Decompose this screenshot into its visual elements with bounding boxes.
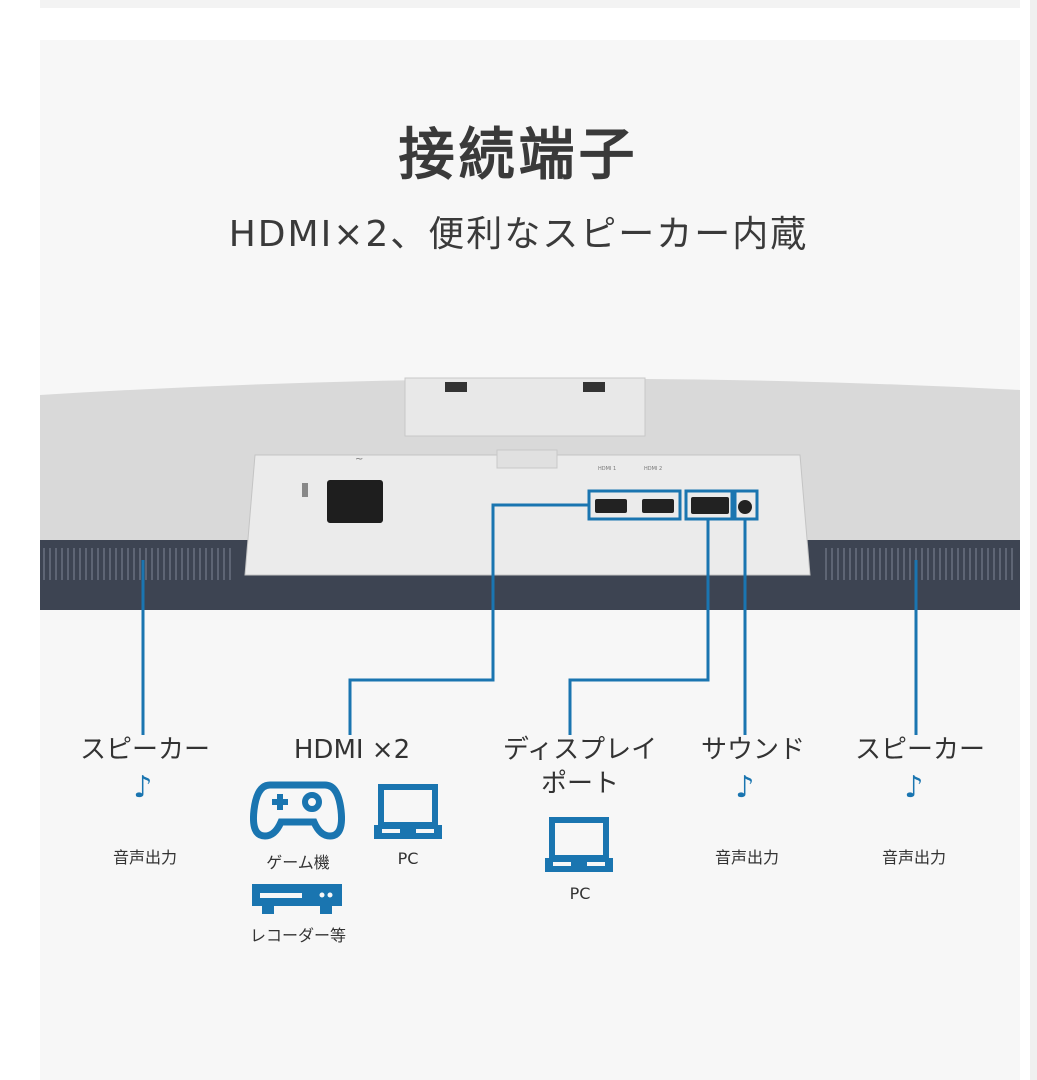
laptop-icon: [545, 817, 613, 872]
caption-audio-out-right: 音声出力: [881, 848, 947, 867]
power-socket: [327, 480, 383, 523]
recorder-icon: [252, 884, 342, 914]
caption-audio-out-left: 音声出力: [112, 848, 178, 867]
scroll-edge: [1030, 0, 1037, 1080]
music-note-icon: ♪: [133, 770, 153, 805]
callout-displayport-line2: ポート: [540, 769, 619, 799]
speaker-grille-left: [43, 548, 231, 580]
callout-lines: [141, 489, 918, 735]
gamepad-icon: [250, 781, 345, 840]
page-subtitle: HDMI×2、便利なスピーカー内蔵: [228, 214, 809, 255]
lock-slot: [302, 483, 308, 497]
page-title: 接続端子: [398, 123, 639, 188]
callout-speaker-right: スピーカー: [854, 735, 986, 765]
callout-sound: サウンド: [700, 735, 806, 765]
audio-jack: [738, 500, 752, 514]
svg-text:~: ~: [355, 454, 363, 465]
hdmi-port-2: [642, 499, 674, 513]
displayport-port: [691, 497, 729, 514]
caption-pc-hdmi: PC: [397, 849, 419, 868]
speaker-grille-right: [825, 548, 1013, 580]
top-strip: [40, 0, 1020, 8]
caption-pc-dp: PC: [569, 884, 591, 903]
music-note-icon: ♪: [735, 770, 755, 805]
callout-speaker-left: スピーカー: [79, 735, 211, 765]
port-well: [244, 454, 811, 576]
hdmi2-print: HDMI 2: [644, 466, 662, 472]
callout-displayport: ディスプレイポート: [503, 733, 657, 801]
caption-audio-out-sound: 音声出力: [714, 848, 780, 867]
music-note-icon: ♪: [904, 770, 924, 805]
caption-game: ゲーム機: [266, 853, 330, 872]
laptop-icon: [374, 784, 442, 839]
callout-hdmi: HDMI ×2: [293, 735, 411, 765]
callout-displayport-line1: ディスプレイ: [502, 735, 658, 765]
caption-recorder: レコーダー等: [249, 926, 347, 945]
stand-mount: [404, 377, 646, 437]
hdmi-port-1: [595, 499, 627, 513]
hdmi1-print: HDMI 1: [598, 466, 616, 472]
